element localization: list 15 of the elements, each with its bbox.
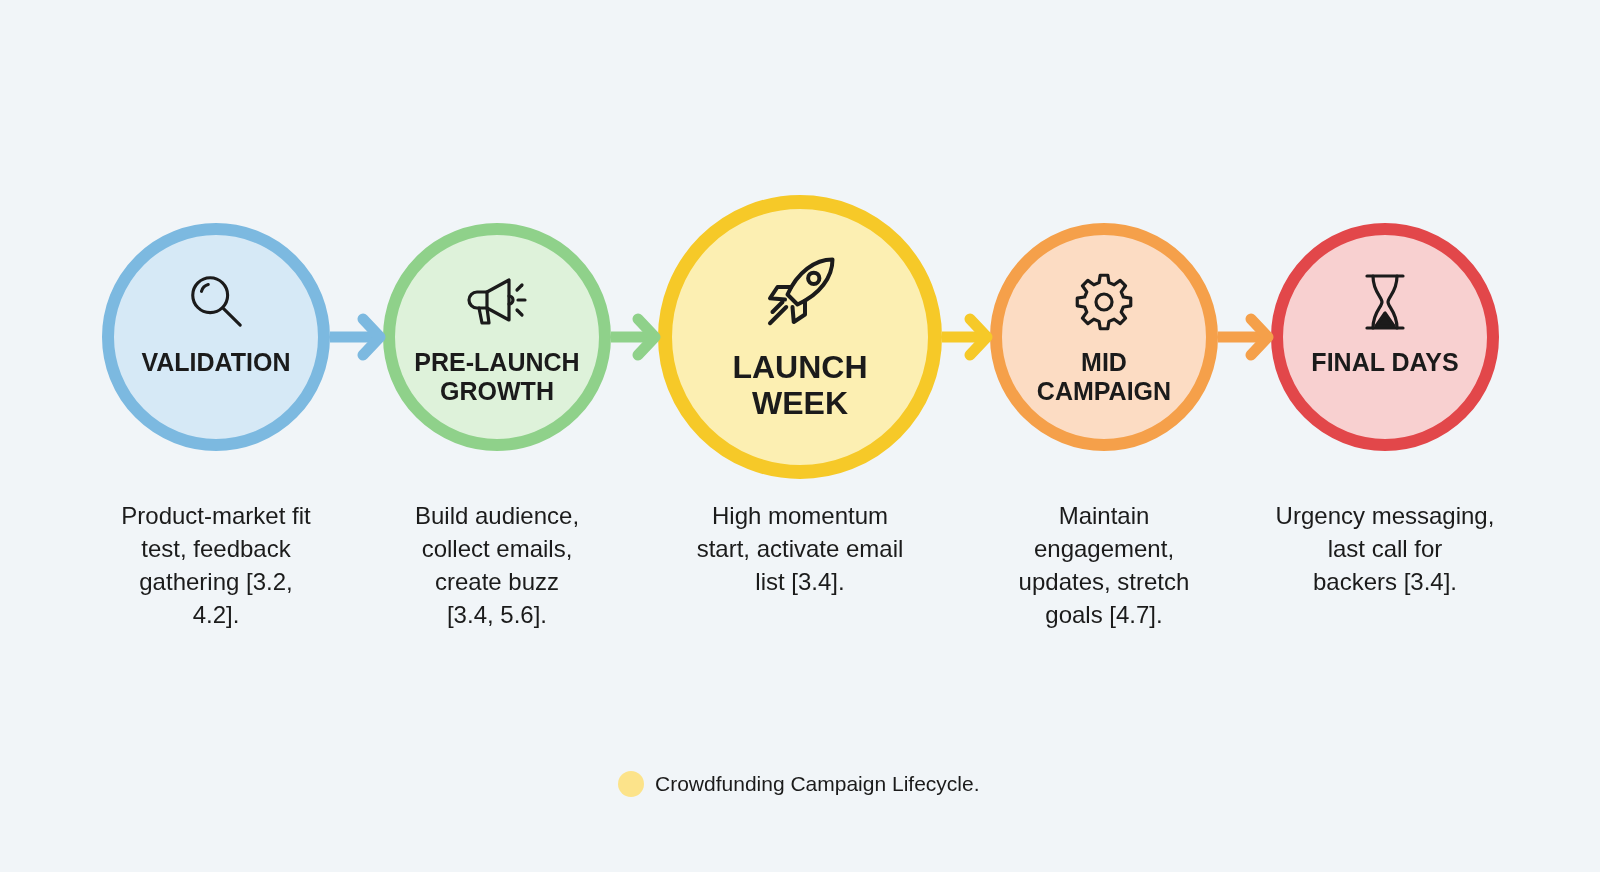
stage-title: LAUNCH WEEK <box>731 349 869 421</box>
arrow <box>1218 313 1274 361</box>
arrow <box>611 313 661 361</box>
stage-title: MID CAMPAIGN <box>1035 348 1173 406</box>
stage-description: Build audience, collect emails, create buzz [3.4, 5.6]. <box>413 501 581 630</box>
stage-description: High momentum start, activate email list [3.4]. <box>695 501 905 597</box>
legend-text: Crowdfunding Campaign Lifecycle. <box>655 772 980 796</box>
arrow <box>330 313 386 361</box>
arrow <box>942 313 993 361</box>
stage-title: VALIDATION <box>140 348 292 377</box>
stage-description: Product-market fit test, feedback gathering [3.2, 4.2]. <box>120 501 312 630</box>
stage-description: Maintain engagement, updates, stretch goals [4.7]. <box>1017 501 1191 630</box>
stage-description: Urgency messaging, last call for backers [3.4]. <box>1274 501 1496 597</box>
stage-title: PRE-LAUNCH GROWTH <box>413 348 581 406</box>
stage-title: FINAL DAYS <box>1310 348 1460 377</box>
